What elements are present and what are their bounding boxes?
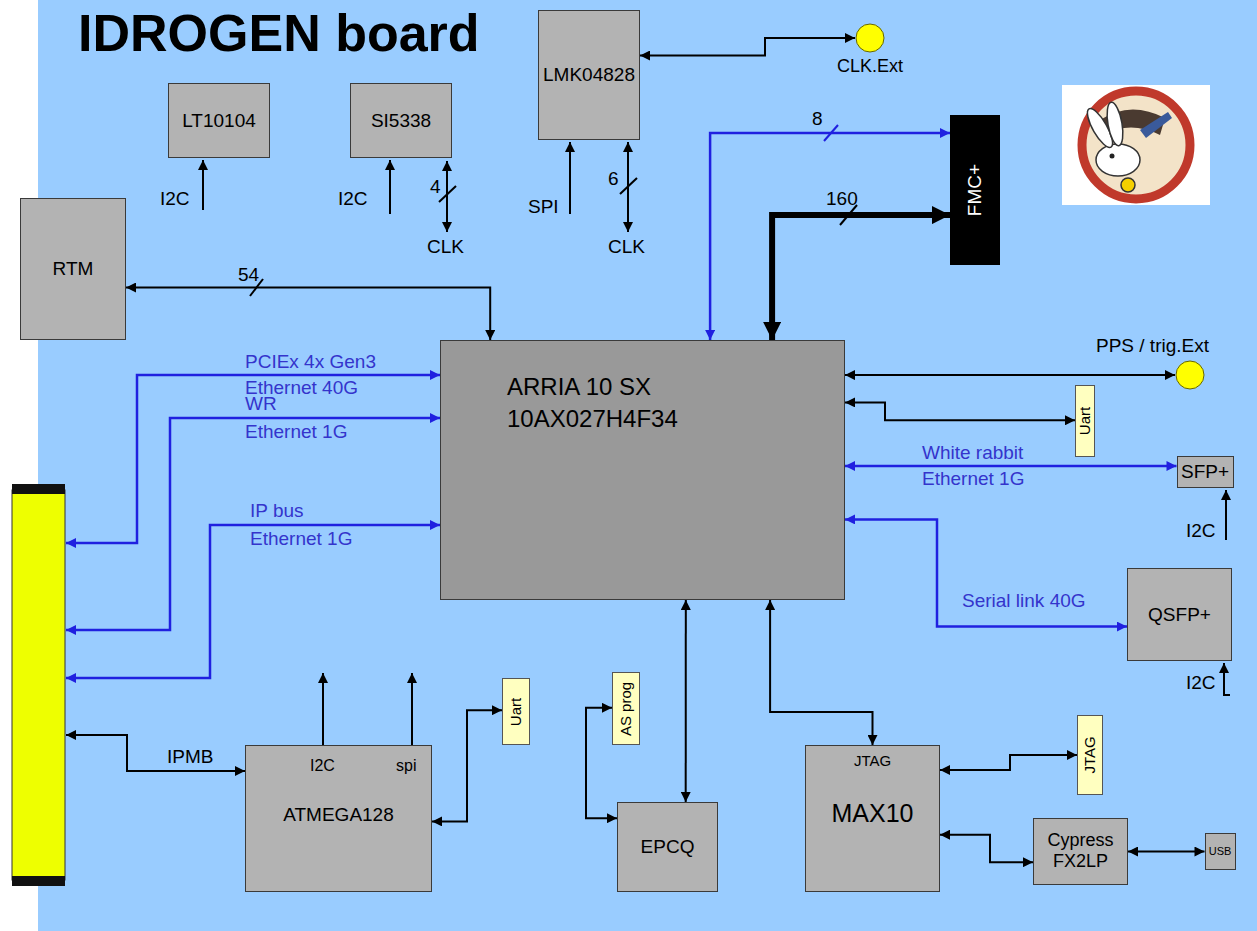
logo bbox=[1062, 85, 1210, 205]
connector bbox=[770, 600, 872, 745]
node-text: AS prog bbox=[617, 681, 635, 735]
signal-label: I2C bbox=[1186, 672, 1216, 694]
edge-label: White rabbit Ethernet 1G bbox=[922, 440, 1082, 492]
node-text: SI5338 bbox=[351, 109, 451, 132]
signal-label: CLK bbox=[427, 236, 464, 258]
node-text: EPCQ bbox=[618, 836, 717, 859]
node-text: FMC+ bbox=[964, 164, 987, 216]
cpld-box: JTAG MAX10 bbox=[805, 745, 940, 892]
header-box: Uart bbox=[502, 678, 530, 745]
usb-chip-box: Cypress FX2LP bbox=[1033, 818, 1128, 885]
signal-label: IP bus bbox=[250, 500, 304, 522]
backplane-links bbox=[66, 375, 440, 678]
fpga-box: ARRIA 10 SX 10AX027H4F34 bbox=[440, 340, 845, 600]
signal-label: I2C bbox=[338, 188, 368, 210]
connector-box: FMC+ bbox=[950, 115, 1000, 265]
connector-circle: CLK.Ext bbox=[855, 23, 885, 53]
connector bbox=[685, 600, 687, 802]
signal-label: SPI bbox=[528, 196, 559, 218]
signal-label: I2C bbox=[1186, 520, 1216, 542]
node-text: spi bbox=[396, 756, 416, 775]
connector bbox=[710, 133, 950, 340]
node-text: QSFP+ bbox=[1128, 603, 1231, 626]
node-text: MAX10 bbox=[806, 798, 939, 828]
connector bbox=[772, 215, 950, 340]
edge-label: Serial link 40G bbox=[962, 590, 1086, 612]
circle-outline bbox=[1175, 360, 1205, 390]
node-text: CLK.Ext bbox=[837, 56, 903, 78]
connector-circle: PPS / trig.Ext bbox=[1175, 360, 1205, 390]
connector bbox=[845, 519, 1127, 626]
node-text: LT10104 bbox=[169, 109, 269, 132]
node-text: ARRIA 10 SX 10AX027H4F34 bbox=[507, 371, 692, 436]
connector-cap bbox=[12, 484, 65, 494]
signal-label: Ethernet 1G bbox=[245, 421, 347, 443]
node-text: Uart bbox=[1076, 407, 1094, 435]
connector bbox=[940, 755, 1077, 770]
node-text: Uart bbox=[507, 697, 525, 725]
mcu-box: I2C spiATMEGA128 bbox=[245, 745, 432, 892]
connector bbox=[432, 710, 502, 821]
connector bbox=[640, 38, 855, 56]
chip-box: LMK04828 bbox=[538, 10, 640, 140]
node-text: JTAG bbox=[1081, 736, 1099, 773]
header-box: Uart bbox=[1075, 385, 1095, 457]
edge-label: 160 bbox=[826, 188, 858, 210]
signal-label: PCIEx 4x Gen3 bbox=[245, 351, 376, 373]
connector-cap bbox=[12, 876, 65, 886]
node-text: Cypress FX2LP bbox=[1038, 830, 1123, 873]
backplane-connector bbox=[12, 490, 65, 880]
cage-box: SFP+ bbox=[1177, 456, 1234, 488]
signal-lines bbox=[66, 142, 1230, 771]
board-title: IDROGEN board bbox=[78, 2, 480, 64]
circle-outline bbox=[855, 23, 885, 53]
chip-box: SI5338 bbox=[350, 83, 452, 158]
connector bbox=[845, 402, 1075, 420]
signal-label: 4 bbox=[430, 176, 441, 198]
edge-label: 8 bbox=[812, 108, 823, 130]
signal-label: 6 bbox=[608, 168, 619, 190]
header-box: AS prog bbox=[612, 672, 640, 745]
usb-port: USB bbox=[1205, 833, 1236, 870]
node-text: I2C bbox=[310, 756, 335, 775]
signal-label: WR bbox=[245, 393, 277, 415]
edge-label: 54 bbox=[238, 264, 259, 286]
signal-label: I2C bbox=[160, 188, 190, 210]
flash-box: EPCQ bbox=[617, 802, 718, 892]
node-text: ATMEGA128 bbox=[246, 804, 431, 827]
signal-label: IPMB bbox=[167, 746, 213, 768]
connector bbox=[1128, 851, 1205, 853]
cage-box: QSFP+ bbox=[1127, 568, 1232, 661]
connector bbox=[940, 835, 1033, 863]
node-text: USB bbox=[1206, 845, 1235, 858]
node-text: RTM bbox=[21, 258, 125, 281]
connector bbox=[845, 374, 1175, 376]
module-box: RTM bbox=[20, 198, 126, 340]
header-box: JTAG bbox=[1077, 715, 1103, 795]
connector bbox=[126, 288, 490, 341]
chip-box: LT10104 bbox=[168, 83, 270, 158]
connector bbox=[845, 465, 1177, 468]
node-text: PPS / trig.Ext bbox=[1096, 335, 1209, 358]
signal-label: Ethernet 1G bbox=[250, 528, 352, 550]
node-text: LMK04828 bbox=[539, 64, 639, 87]
node-text: SFP+ bbox=[1178, 461, 1233, 484]
signal-label: CLK bbox=[608, 236, 645, 258]
node-text: JTAG bbox=[806, 752, 939, 770]
